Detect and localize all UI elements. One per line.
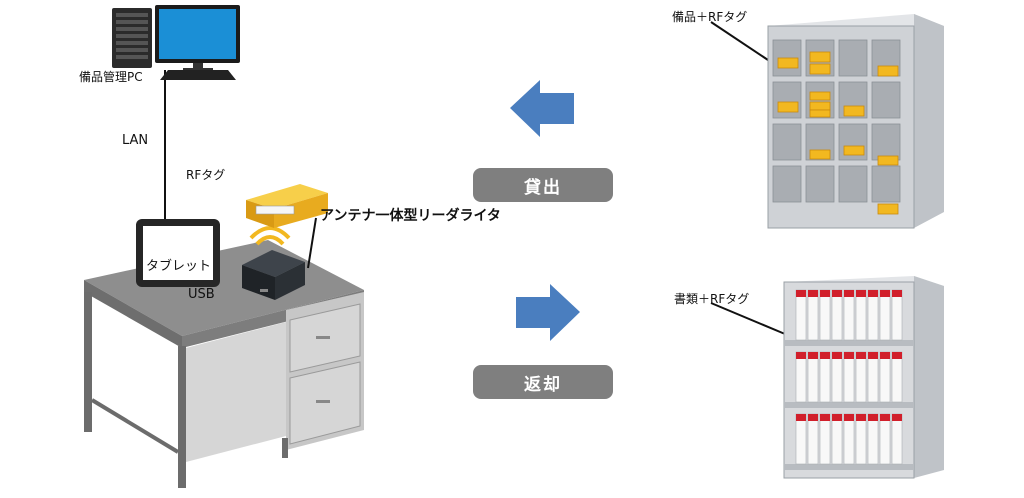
documents-tag-label: 書類＋RFタグ — [674, 292, 750, 306]
rf-signal-icon — [249, 226, 291, 246]
lend-label: 貸出 — [473, 168, 613, 202]
lend-arrow-icon — [510, 80, 574, 137]
equipment-cabinet-icon — [767, 14, 944, 229]
documents-leader-line — [710, 302, 786, 335]
keyboard-icon — [160, 70, 236, 80]
usb-label: USB — [188, 287, 215, 302]
reader-writer-leader-line — [307, 217, 317, 269]
monitor-icon — [155, 5, 240, 71]
equipment-tag-label: 備品＋RFタグ — [672, 10, 748, 24]
tablet-label: タブレット — [146, 259, 212, 274]
return-label: 返却 — [473, 365, 613, 399]
return-arrow-icon — [516, 284, 580, 341]
lan-label: LAN — [122, 133, 149, 148]
pc-label: 備品管理PC — [79, 70, 143, 84]
equipment-leader-line — [710, 21, 772, 63]
desk-icon — [84, 240, 364, 488]
reader-writer-icon — [242, 250, 305, 300]
reader-writer-label: アンテナ一体型リーダライタ — [320, 208, 501, 224]
document-bookshelf-icon — [783, 276, 944, 479]
tablet-icon — [136, 219, 220, 287]
rf-tag-box-icon — [246, 184, 328, 228]
rf-tag-label: RFタグ — [186, 168, 226, 182]
pc-tower-icon — [112, 8, 152, 68]
